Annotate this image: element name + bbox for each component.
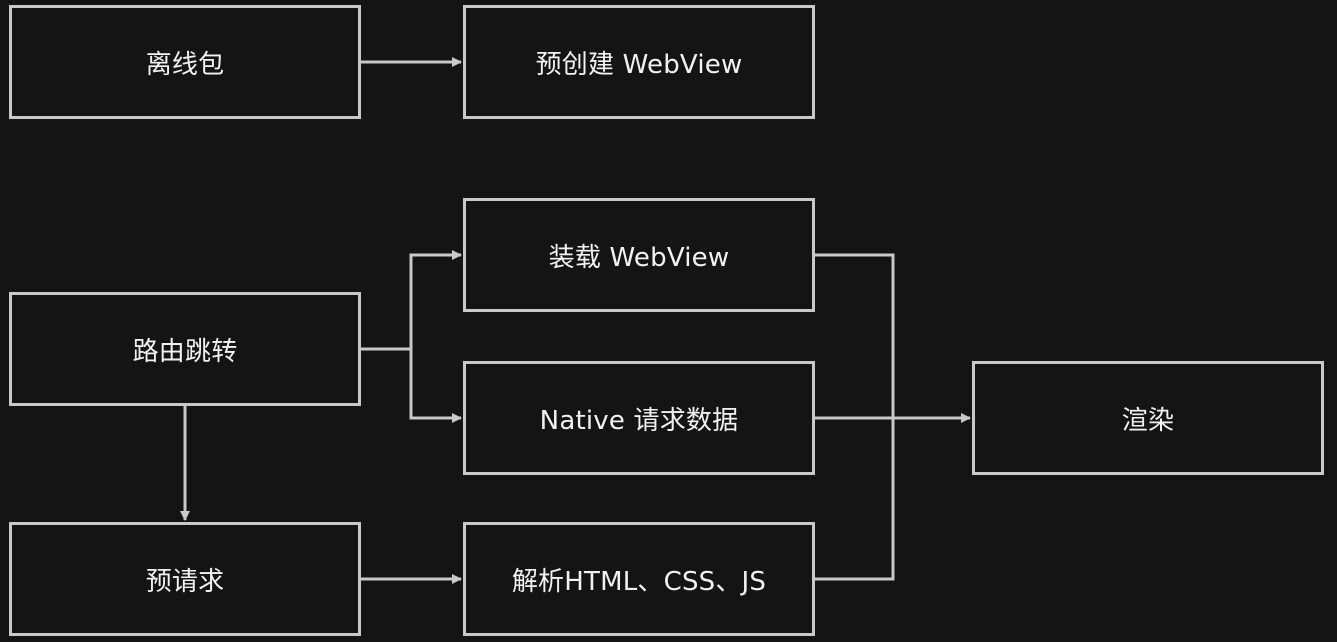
- node-label: 预创建 WebView: [535, 49, 743, 80]
- edge-route-to-native: [409, 349, 462, 423]
- node-prefetch: 预请求: [9, 522, 361, 636]
- node-label: 预请求: [145, 566, 225, 597]
- node-load-webview: 装载 WebView: [463, 198, 815, 312]
- node-native-request: Native 请求数据: [463, 361, 815, 475]
- node-label: 离线包: [145, 49, 225, 80]
- node-label: 路由跳转: [132, 336, 238, 367]
- node-render: 渲染: [972, 361, 1324, 475]
- node-parse-html-css-js: 解析HTML、CSS、JS: [463, 522, 815, 636]
- node-label: 解析HTML、CSS、JS: [511, 566, 767, 597]
- node-precreate-webview: 预创建 WebView: [463, 5, 815, 119]
- node-label: 装载 WebView: [548, 242, 730, 273]
- node-offline-package: 离线包: [9, 5, 361, 119]
- node-label: 渲染: [1121, 405, 1175, 436]
- edge-route-to-load: [361, 250, 462, 351]
- node-label: Native 请求数据: [539, 405, 739, 436]
- node-route-jump: 路由跳转: [9, 292, 361, 406]
